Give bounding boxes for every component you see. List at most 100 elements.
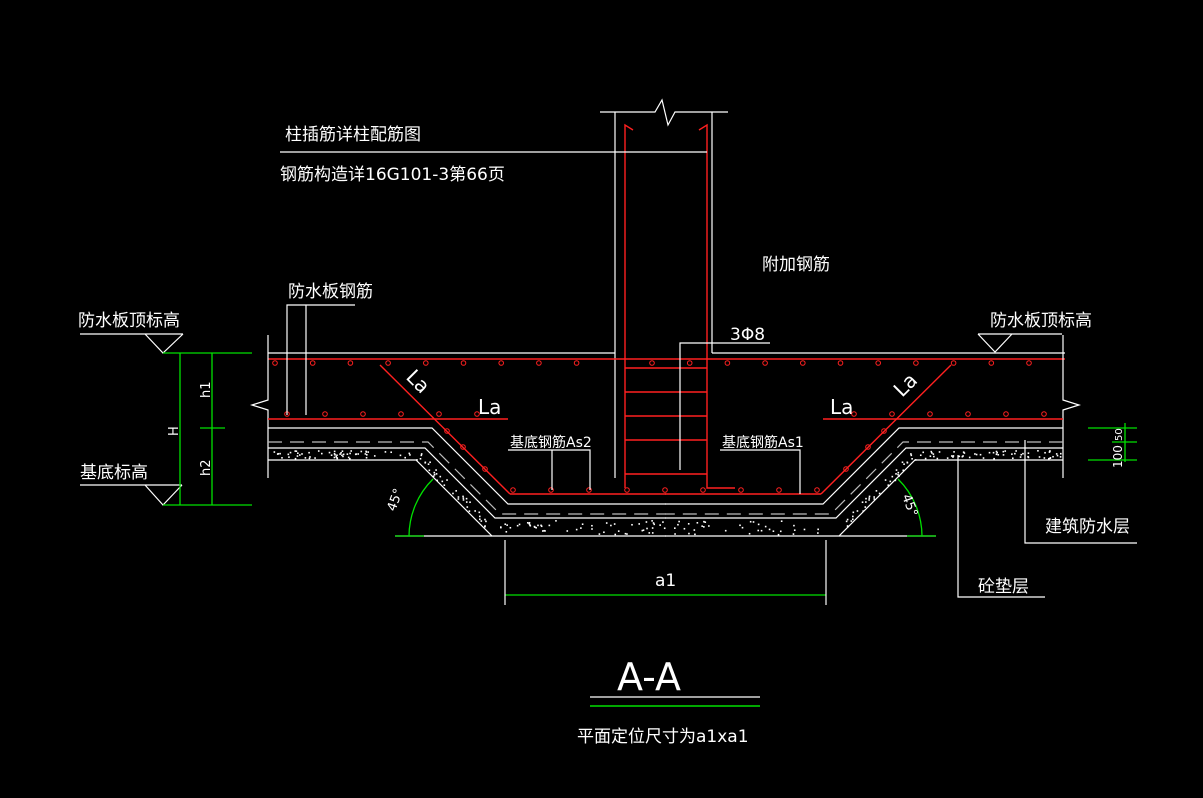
rebar-dot xyxy=(724,360,731,366)
rebar-dot xyxy=(460,360,467,366)
hatch-dot xyxy=(693,529,696,531)
hatch-dot xyxy=(865,497,867,500)
rebar-dot xyxy=(800,360,806,366)
hatch-dot xyxy=(901,461,904,464)
rebar-dot xyxy=(482,466,488,472)
rebar-dot xyxy=(913,360,919,366)
hatch-dot xyxy=(652,522,655,524)
hatch-dot xyxy=(873,498,876,500)
hatch-dot xyxy=(884,479,887,481)
hatch-dot xyxy=(817,528,819,531)
hatch-dot xyxy=(694,533,696,536)
dim-H: H xyxy=(167,426,182,436)
hatch-dot xyxy=(817,532,819,534)
hatch-dot xyxy=(1059,456,1062,458)
hatch-dot xyxy=(906,461,909,464)
hatch-dot xyxy=(420,454,423,457)
slab-rebar-label: 防水板钢筋 xyxy=(288,282,373,302)
hatch-dot xyxy=(357,453,360,455)
hatch-dot xyxy=(528,521,531,524)
hatch-dot xyxy=(308,457,311,460)
hatch-dot xyxy=(614,533,617,536)
hatch-dot xyxy=(605,522,608,524)
plan-note: 平面定位尺寸为a1xa1 xyxy=(577,727,749,747)
hatch-dot xyxy=(465,497,468,500)
hatch-dot xyxy=(506,524,508,526)
hatch-dot xyxy=(340,452,342,454)
hatch-dot xyxy=(919,454,922,457)
rebar-dot xyxy=(814,487,820,493)
rebar-dot xyxy=(889,411,895,417)
rebar-dot xyxy=(927,411,933,417)
hatch-dot xyxy=(642,529,645,531)
hatch-dot xyxy=(465,501,468,503)
hatch-dot xyxy=(865,501,867,503)
hatch-dot xyxy=(613,523,616,525)
hatch-dot xyxy=(792,533,795,535)
hatch-dot xyxy=(895,469,898,471)
hatch-dot xyxy=(277,452,280,455)
hatch-dot xyxy=(757,523,760,526)
hatch-dot xyxy=(575,528,578,531)
hatch-dot xyxy=(961,455,964,458)
hatch-dot xyxy=(895,473,897,475)
dim-h1: h1 xyxy=(199,381,214,398)
hatch-dot xyxy=(889,480,892,483)
hatch-dot xyxy=(304,457,307,459)
hatch-dot xyxy=(308,451,310,454)
hatch-dot xyxy=(950,455,953,457)
hatch-dot xyxy=(435,469,437,471)
hatch-dot xyxy=(757,529,760,532)
hatch-dot xyxy=(341,450,344,453)
hatch-dot xyxy=(349,452,351,455)
hatch-dot xyxy=(878,492,881,495)
rebar-dot xyxy=(272,360,278,366)
rebar-dot xyxy=(1026,360,1032,366)
hatch-dot xyxy=(963,452,966,454)
hatch-dot xyxy=(703,526,705,528)
hatch-dot xyxy=(478,511,481,514)
hatch-dot xyxy=(1059,452,1062,455)
hatch-dot xyxy=(724,529,727,532)
hatch-dot xyxy=(462,495,464,498)
rebar-dot xyxy=(423,360,429,366)
hatch-dot xyxy=(924,457,927,460)
a1-dimension xyxy=(504,540,827,605)
hatch-dot xyxy=(466,506,469,508)
hatch-dot xyxy=(638,523,641,525)
hatch-dot xyxy=(346,453,349,455)
hatch-dot xyxy=(932,453,935,455)
hatch-dot xyxy=(500,526,502,528)
hatch-dot xyxy=(452,492,454,495)
rebar-dot xyxy=(309,360,316,366)
hatch-dot xyxy=(887,484,890,486)
hatch-dot xyxy=(288,456,290,458)
hatch-dot xyxy=(749,520,752,523)
hatch-dot xyxy=(952,455,955,457)
rebar-dot xyxy=(347,360,354,366)
hatch-dot xyxy=(436,479,439,482)
hatch-dot xyxy=(419,458,422,460)
hatch-dot xyxy=(591,528,593,530)
rebar-dot xyxy=(460,444,466,450)
hatch-dot xyxy=(803,528,806,531)
hatch-dot xyxy=(408,452,411,455)
rebar-dot xyxy=(360,411,366,417)
hatch-dot xyxy=(677,523,679,526)
column-stirrups xyxy=(625,367,707,475)
hatch-dot xyxy=(342,455,344,458)
dim-a1: a1 xyxy=(655,571,676,591)
hatch-dot xyxy=(541,530,544,532)
dim-50: 50 xyxy=(1114,428,1125,441)
la-diag-left: La xyxy=(401,365,435,399)
rebar-dots xyxy=(272,360,1047,493)
hatch-dot xyxy=(662,521,664,523)
hatch-dot xyxy=(294,450,297,452)
right-dimensions xyxy=(1088,423,1137,462)
hatch-dot xyxy=(349,457,351,460)
hatch-dot xyxy=(333,456,336,459)
slab-top-elev-left: 防水板顶标高 xyxy=(78,311,180,331)
hatch-dot xyxy=(457,496,460,498)
hatch-dot xyxy=(399,454,402,457)
